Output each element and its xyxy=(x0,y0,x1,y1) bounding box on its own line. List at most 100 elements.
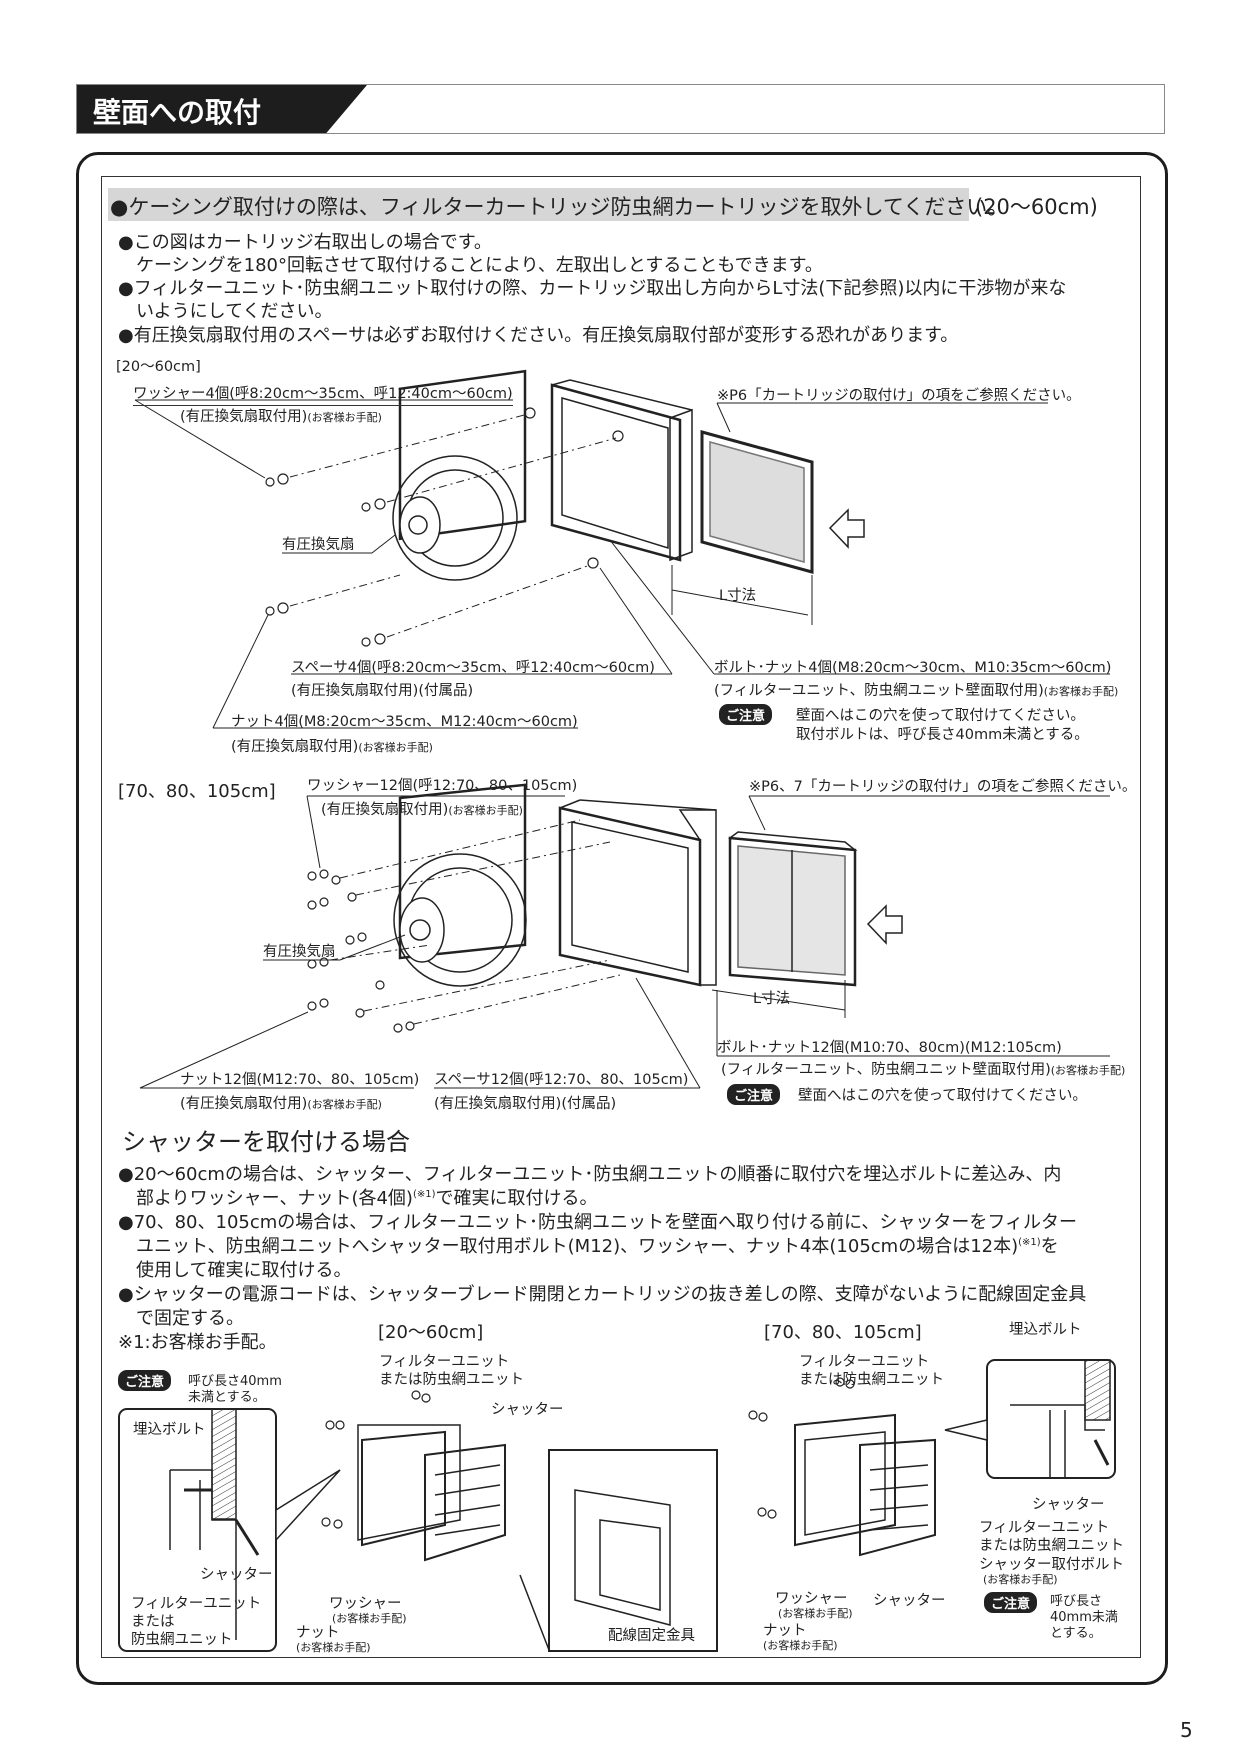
shutter-bullet: ユニット、防虫網ユニットへシャッター取付用ボルト(M12)、ワッシャー、ナット4… xyxy=(136,1236,1019,1257)
hardware-washers-1 xyxy=(265,407,624,647)
section-header-band xyxy=(77,85,367,133)
fan-label: 有圧換気扇 xyxy=(282,537,355,553)
fan-label: 有圧換気扇 xyxy=(263,944,336,960)
caution-badge: ご注意 xyxy=(719,704,773,725)
fan-diagram-2 xyxy=(393,783,527,987)
customer-supplied: (お客様お手配) xyxy=(1050,1064,1126,1077)
spacer-sub: (有圧換気扇取付用)(付属品) xyxy=(291,683,474,699)
shutter-bullet: で確実に取付ける。 xyxy=(435,1188,598,1209)
inner-frame xyxy=(101,176,1141,1658)
content-frame xyxy=(76,152,1168,1685)
filter-unit-label: フィルターユニット xyxy=(379,1354,510,1370)
shutter-heading: シャッターを取付ける場合 xyxy=(122,1128,410,1156)
size-label-70-105: [70、80、105cm] xyxy=(764,1322,922,1343)
customer-supplied: (お客様お手配) xyxy=(763,1639,838,1652)
filter-unit-label: 防虫網ユニット xyxy=(131,1632,233,1648)
washer-sub: (有圧換気扇取付用) xyxy=(321,802,449,818)
caution-badge: ご注意 xyxy=(118,1370,172,1391)
intro-line: ●有圧換気扇取付用のスペーサは必ずお取付けください。有圧換気扇取付部が変形する恐… xyxy=(118,325,959,346)
caution-text: 壁面へはこの穴を使って取付けてください。 xyxy=(798,1088,1087,1104)
filter-unit-label: フィルターユニット xyxy=(979,1520,1110,1536)
filter-unit-label: または防虫網ユニット xyxy=(799,1372,944,1388)
filter-unit-label: または防虫網ユニット xyxy=(979,1538,1124,1554)
customer-supplied: (お客様お手配) xyxy=(448,804,523,817)
washer-sub: (有圧換気扇取付用) xyxy=(180,409,308,425)
insert-arrow-icon xyxy=(828,508,865,549)
l-dimension-label: L寸法 xyxy=(753,991,791,1007)
caution-text: 取付ボルトは、呼び長さ40mm未満とする。 xyxy=(796,727,1089,743)
customer-supplied: (お客様お手配) xyxy=(307,1098,382,1111)
embed-bolt-label: 埋込ボルト xyxy=(133,1422,206,1438)
spacer-label: スペーサ12個(呼12:70、80、105cm) xyxy=(434,1072,689,1088)
customer-supplied: (お客様お手配) xyxy=(358,741,433,754)
nut-label: ナット12個(M12:70、80、105cm) xyxy=(180,1072,420,1088)
section-header: 壁面への取付 xyxy=(76,84,1165,134)
shutter-label: シャッター xyxy=(200,1567,273,1583)
size-label-70-105: [70、80、105cm] xyxy=(118,781,276,802)
shutter-bullet: で固定する。 xyxy=(136,1308,244,1329)
caution-badge: ご注意 xyxy=(984,1592,1038,1613)
insert-arrow-icon xyxy=(866,904,903,945)
fan-diagram-1 xyxy=(392,369,527,581)
wiring-bracket-label: 配線固定金具 xyxy=(608,1628,695,1644)
reference-note: ※P6「カートリッジの取付け」の項をご参照ください。 xyxy=(717,388,1081,404)
intro-line: ケーシングを180°回転させて取付けることにより、左取出しとすることもできます。 xyxy=(136,255,823,276)
leader-lines-2 xyxy=(139,795,1110,1089)
shutter-unit-left xyxy=(357,1424,506,1562)
intro-line: いようにしてください。 xyxy=(136,301,333,322)
filter-unit-label: または防虫網ユニット xyxy=(379,1372,524,1388)
customer-supplied: (お客様お手配) xyxy=(1043,685,1119,698)
intro-line: ●この図はカートリッジ右取出しの場合です。 xyxy=(118,232,492,253)
shutter-label: シャッター xyxy=(1032,1497,1105,1513)
shutter-label: シャッター xyxy=(873,1593,946,1609)
l-dimension-label: L寸法 xyxy=(719,588,757,604)
customer-supplied: (お客様お手配) xyxy=(778,1607,853,1620)
filter-unit-label: フィルターユニット xyxy=(131,1596,262,1612)
detail-box-left xyxy=(118,1408,341,1652)
nut-label: ナット4個(M8:20cm〜35cm、M12:40cm〜60cm) xyxy=(231,714,578,730)
size-label-20-60: [20〜60cm] xyxy=(378,1322,484,1343)
filter-cartridge-1 xyxy=(700,430,814,574)
caution-text: とする。 xyxy=(1050,1626,1102,1641)
caution-text: 呼び長さ xyxy=(1050,1594,1103,1609)
embed-bolt-label: 埋込ボルト xyxy=(1009,1322,1082,1338)
customer-supplied: (お客様お手配) xyxy=(296,1641,371,1654)
shutter-bolt-label: シャッター取付ボルト xyxy=(979,1557,1124,1573)
shutter-unit-right xyxy=(794,1413,936,1557)
casing-diagram-2 xyxy=(558,799,717,987)
section-title: 壁面への取付 xyxy=(93,96,262,129)
caution-text: 未満とする。 xyxy=(188,1390,266,1405)
bolt-label: ボルト･ナット12個(M10:70、80cm)(M12:105cm) xyxy=(717,1040,1062,1056)
size-label-20-60: [20〜60cm] xyxy=(116,359,201,375)
caution-text: 呼び長さ40mm xyxy=(188,1374,282,1389)
washer-label: ワッシャー xyxy=(329,1596,402,1612)
nut-sub: (有圧換気扇取付用) xyxy=(231,739,359,755)
bolt-label: ボルト･ナット4個(M8:20cm〜30cm、M10:35cm〜60cm) xyxy=(714,660,1112,676)
caution-text: 40mm未満 xyxy=(1050,1610,1118,1625)
reference-note: ※P6、7「カートリッジの取付け」の項をご参照ください。 xyxy=(749,779,1137,795)
shutter-bullet: 使用して確実に取付ける。 xyxy=(136,1260,352,1281)
footnote-ref: (※1) xyxy=(1018,1237,1041,1248)
highlight-notice: ●ケーシング取付けの際は、フィルターカートリッジ防虫網カートリッジを取外してくだ… xyxy=(110,195,1009,219)
washer-label: ワッシャー xyxy=(775,1591,848,1607)
casing-diagram-1 xyxy=(550,379,693,562)
hardware-washers-2 xyxy=(307,869,415,1033)
nut-label: ナット xyxy=(763,1623,807,1639)
customer-supplied: (お客様お手配) xyxy=(332,1612,407,1625)
caution-badge: ご注意 xyxy=(727,1084,781,1105)
washer-label: ワッシャー4個(呼8:20cm〜35cm、呼12:40cm〜60cm) xyxy=(133,382,513,406)
filter-unit-label: または xyxy=(131,1614,175,1630)
detail-box-middle xyxy=(519,1449,718,1652)
customer-supplied: (お客様お手配) xyxy=(983,1573,1058,1586)
bolt-sub: (フィルターユニット、防虫網ユニット壁面取付用) xyxy=(714,683,1044,699)
footnote-ref: (※1) xyxy=(412,1189,436,1200)
customer-supplied: (お客様お手配) xyxy=(307,411,382,424)
spacer-sub: (有圧換気扇取付用)(付属品) xyxy=(434,1096,617,1112)
spacer-label: スペーサ4個(呼8:20cm〜35cm、呼12:40cm〜60cm) xyxy=(291,660,655,676)
bolt-sub: (フィルターユニット、防虫網ユニット壁面取付用) xyxy=(721,1062,1051,1078)
intro-line: ●フィルターユニット･防虫網ユニット取付けの際、カートリッジ取出し方向からL寸法… xyxy=(118,278,1067,299)
shutter-bullet: ●シャッターの電源コードは、シャッターブレード開閉とカートリッジの抜き差しの際、… xyxy=(118,1284,1087,1305)
washer-label: ワッシャー12個(呼12:70、80、105cm) xyxy=(307,778,578,794)
nut-label: ナット xyxy=(296,1625,340,1641)
shutter-bullet: ●20〜60cmの場合は、シャッター、フィルターユニット･防虫網ユニットの順番に… xyxy=(118,1164,1062,1185)
